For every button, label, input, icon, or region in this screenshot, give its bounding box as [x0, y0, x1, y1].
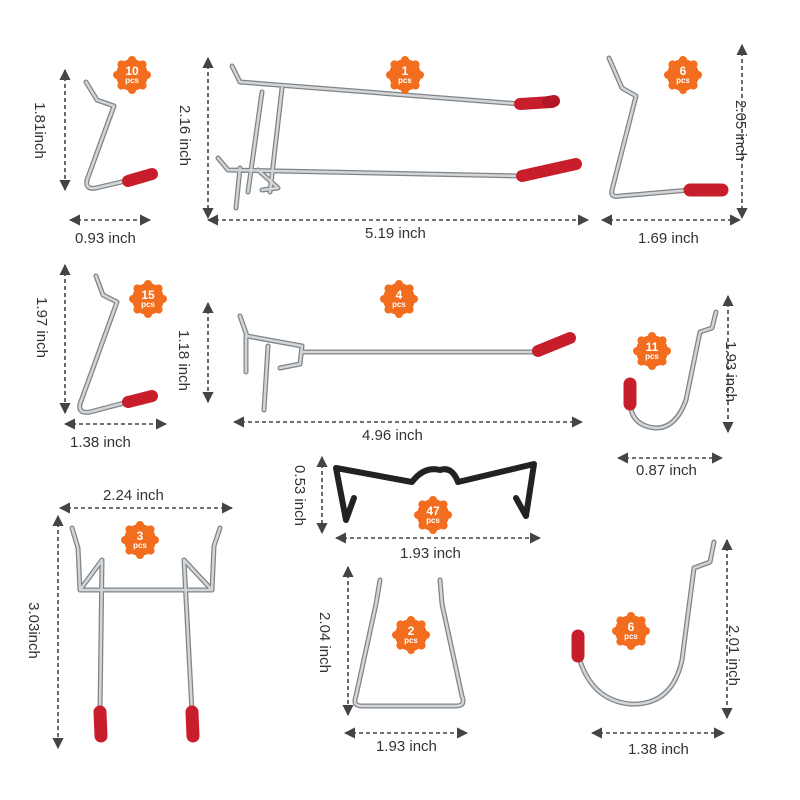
height-label: 1.93 inch	[721, 341, 739, 402]
badge-scalloped-icon	[121, 521, 159, 559]
badge-scalloped-icon	[612, 612, 650, 650]
badge-quantity: 47	[426, 504, 440, 518]
badge-scalloped-icon	[380, 280, 418, 318]
hook-long-double-prong	[215, 63, 582, 211]
badge-scalloped-icon	[392, 616, 430, 654]
badge-scalloped-icon	[129, 280, 167, 318]
height-label: 1.81inch	[30, 102, 48, 159]
height-label: 2.01 inch	[724, 625, 742, 686]
badge-unit: pcs	[404, 636, 418, 645]
badge-quantity: 2	[407, 624, 415, 638]
badge-unit: pcs	[676, 76, 690, 85]
black-bracket-clip	[333, 461, 537, 523]
quantity-badge: 4 pcs	[380, 280, 418, 318]
height-label: 2.04 inch	[315, 612, 333, 673]
badge-scalloped-icon	[386, 56, 424, 94]
hook-trapezoid-loop	[352, 577, 466, 709]
badge-quantity: 6	[679, 64, 687, 78]
badge-unit: pcs	[645, 352, 659, 361]
hook-u-curved	[623, 309, 719, 431]
badge-quantity: 4	[395, 288, 403, 302]
quantity-badge: 47 pcs	[414, 496, 452, 534]
width-label: 4.96 inch	[362, 427, 423, 444]
width-label: 0.93 inch	[75, 230, 136, 247]
height-label: 1.18 inch	[174, 330, 192, 391]
width-label: 5.19 inch	[365, 225, 426, 242]
quantity-badge: 6 pcs	[664, 56, 702, 94]
badge-unit: pcs	[125, 76, 139, 85]
badge-quantity: 11	[645, 340, 659, 354]
quantity-badge: 11 pcs	[633, 332, 671, 370]
badge-unit: pcs	[426, 516, 440, 525]
badge-quantity: 1	[401, 64, 409, 78]
dimension-guides	[52, 43, 748, 750]
badge-scalloped-icon	[633, 332, 671, 370]
width-label: 2.24 inch	[103, 487, 164, 504]
width-label: 1.38 inch	[628, 741, 689, 758]
width-label: 1.93 inch	[376, 738, 437, 755]
badge-scalloped-icon	[664, 56, 702, 94]
badge-unit: pcs	[392, 300, 406, 309]
quantity-badge: 2 pcs	[392, 616, 430, 654]
width-label: 0.87 inch	[636, 462, 697, 479]
badge-scalloped-icon	[113, 56, 151, 94]
quantity-badge: 1 pcs	[386, 56, 424, 94]
height-label: 2.16 inch	[175, 105, 193, 166]
width-label: 1.38 inch	[70, 434, 131, 451]
hook-double-prong-loop	[69, 525, 223, 743]
badge-unit: pcs	[624, 632, 638, 641]
width-label: 1.69 inch	[638, 230, 699, 247]
badge-unit: pcs	[141, 300, 155, 309]
quantity-badge: 10 pcs	[113, 56, 151, 94]
width-label: 1.93 inch	[400, 545, 461, 562]
hook-medium-j	[77, 273, 158, 415]
hook-tall-l	[606, 55, 729, 199]
badge-unit: pcs	[398, 76, 412, 85]
quantity-badge: 6 pcs	[612, 612, 650, 650]
quantity-badge: 3 pcs	[121, 521, 159, 559]
height-label: 0.53 inch	[290, 465, 308, 526]
badge-quantity: 3	[136, 529, 144, 543]
height-label: 3.03inch	[24, 602, 42, 659]
badge-unit: pcs	[133, 541, 147, 550]
badge-quantity: 6	[627, 620, 635, 634]
badge-scalloped-icon	[414, 496, 452, 534]
badge-quantity: 10	[125, 64, 139, 78]
height-label: 2.05 inch	[731, 100, 749, 161]
quantity-badge: 15 pcs	[129, 280, 167, 318]
hook-large-curved	[571, 539, 717, 707]
badge-quantity: 15	[141, 288, 155, 302]
height-label: 1.97 inch	[32, 297, 50, 358]
hook-small-j	[83, 79, 158, 191]
hook-long-single-prong	[237, 313, 576, 413]
